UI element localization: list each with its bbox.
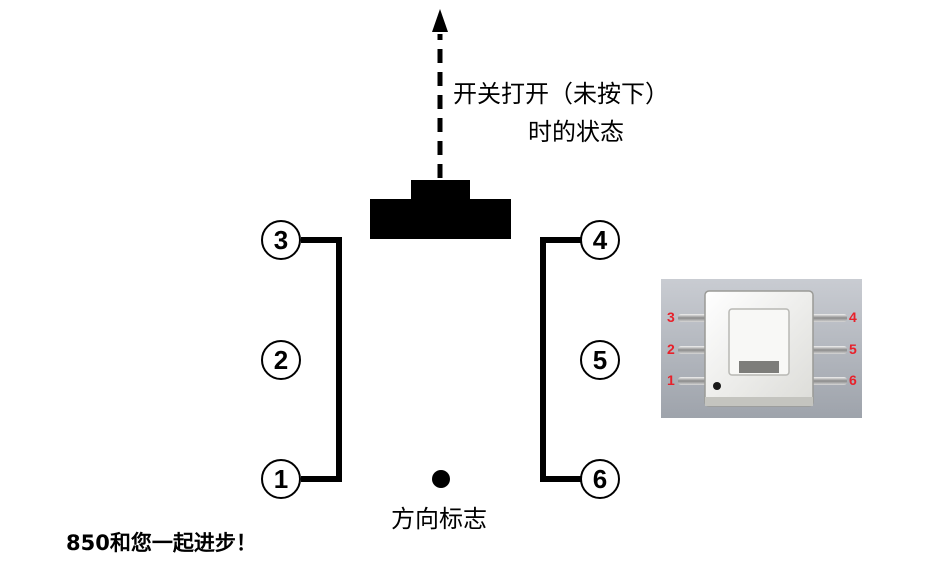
caption-orientation-mark: 方向标志 [391,505,487,533]
switch-actuator-top [411,180,470,200]
caption-open-state-line2: 时的状态 [528,118,624,146]
photo-pin-label-4: 4 [849,309,857,325]
switch-photo: 3 2 1 4 5 6 [661,279,862,418]
switch-photo-drawing [661,279,862,418]
pin-circle-3 [261,220,301,260]
switch-actuator-body [370,199,511,239]
pin-circle-4 [580,220,620,260]
photo-pin-5 [811,346,847,354]
photo-pin-label-3: 3 [667,309,675,325]
arrow-head [432,9,448,32]
footer-slogan: 850和您一起进步！ [66,531,257,555]
photo-switch-plunger [728,308,790,376]
photo-pin-label-1: 1 [667,372,675,388]
photo-pin-label-6: 6 [849,372,857,388]
right-contact-line [540,237,581,482]
orientation-dot [432,470,450,488]
photo-pin-label-5: 5 [849,341,857,357]
left-contact-line [301,237,342,482]
pin-circle-1 [261,459,301,499]
photo-pin-1 [678,377,710,385]
photo-pin-label-2: 2 [667,341,675,357]
photo-switch-plunger-base [739,361,779,373]
pin-label-4: 4 [592,225,608,255]
photo-switch-body-shadow [705,397,813,406]
pin-circle-2 [261,340,301,380]
photo-pin-4 [811,314,847,322]
photo-pin-6 [811,377,847,385]
pin-label-1: 1 [273,464,289,494]
photo-orientation-dot [713,382,721,390]
caption-open-state-line1: 开关打开（未按下） [453,80,669,108]
pin-label-2: 2 [273,345,289,375]
pin-label-5: 5 [592,345,608,375]
pin-label-3: 3 [273,225,289,255]
photo-pin-2 [678,346,710,354]
pin-circle-6 [580,459,620,499]
photo-pin-3 [678,314,710,322]
pin-label-6: 6 [592,464,608,494]
pin-circle-5 [580,340,620,380]
